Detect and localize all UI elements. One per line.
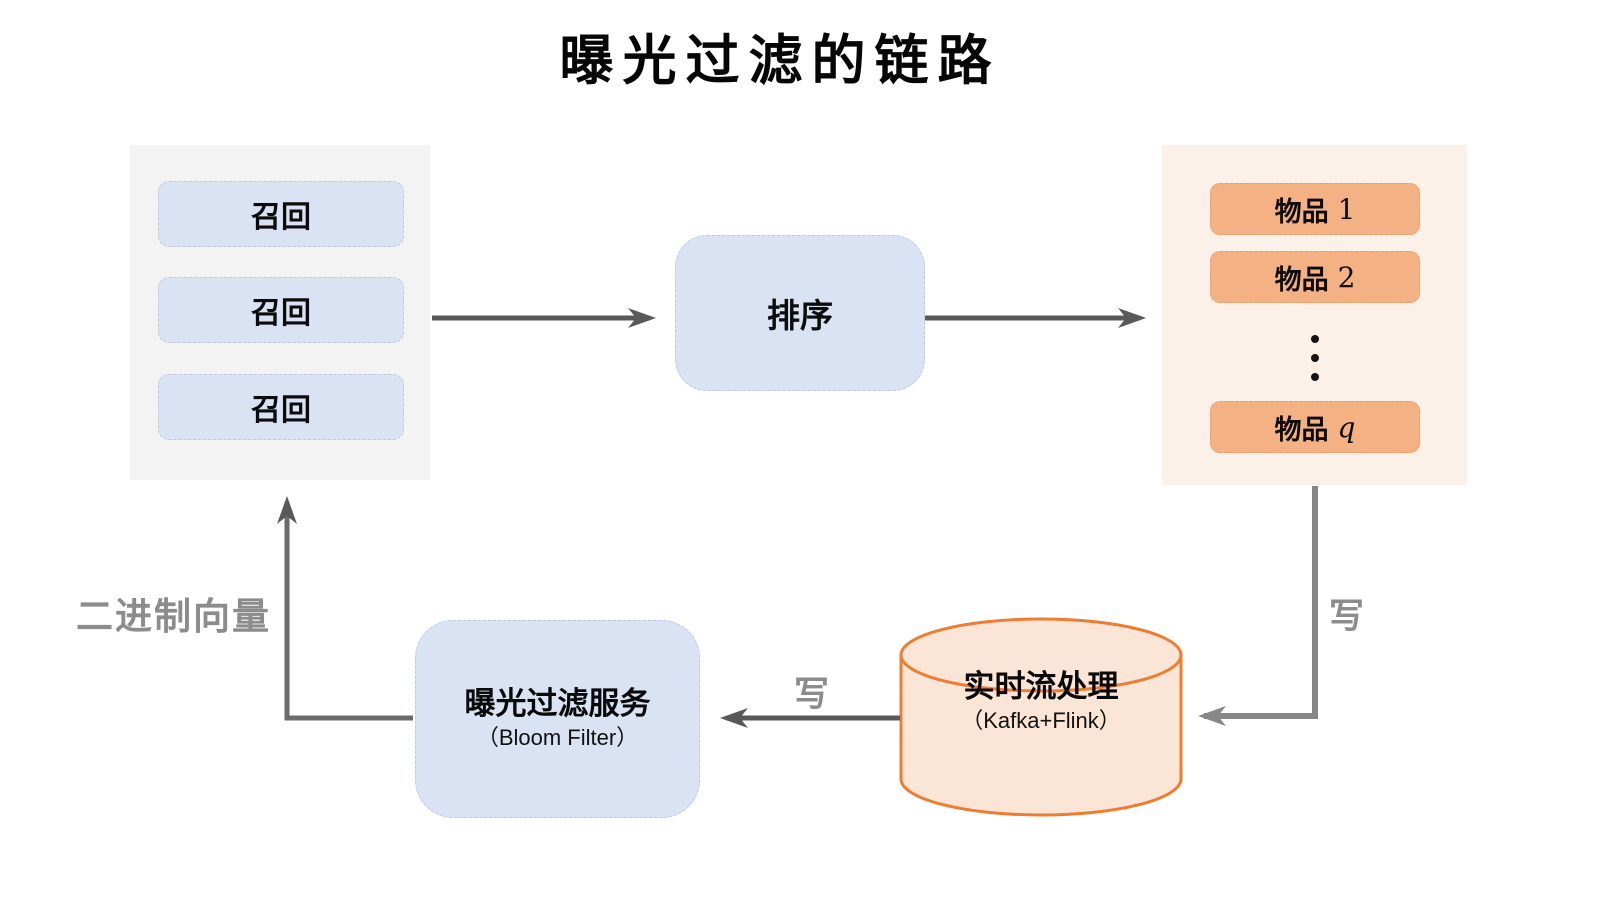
recall-node-label: 召回	[251, 297, 311, 330]
item-node-number: q	[1337, 410, 1356, 444]
vertical-ellipsis-icon	[1310, 335, 1320, 381]
stream-subtitle: （Kafka+Flink）	[961, 707, 1121, 733]
item-node: 物品 1	[1210, 183, 1420, 235]
write-edge-label: 写	[1329, 597, 1365, 636]
arrow-items-to-stream	[1198, 486, 1318, 726]
item-node-label: 物品	[1274, 414, 1329, 445]
recall-node-label: 召回	[251, 201, 311, 234]
sort-node: 排序	[675, 235, 925, 391]
stream-cylinder-text: 实时流处理 （Kafka+Flink）	[898, 668, 1184, 735]
sort-node-label: 排序	[767, 297, 833, 334]
item-node-number: 2	[1337, 260, 1356, 294]
item-node: 物品 q	[1210, 401, 1420, 453]
binary-vector-edge-label: 二进制向量	[76, 596, 271, 637]
bloom-filter-title: 曝光过滤服务	[464, 686, 651, 722]
item-node: 物品 2	[1210, 251, 1420, 303]
write-edge-label: 写	[794, 675, 830, 714]
recall-node-label: 召回	[251, 394, 311, 427]
bloom-filter-subtitle: （Bloom Filter）	[476, 725, 639, 751]
stream-title: 实时流处理	[963, 669, 1119, 704]
item-node-label: 物品	[1274, 196, 1329, 227]
bloom-filter-node: 曝光过滤服务 （Bloom Filter）	[415, 620, 700, 818]
item-node-label: 物品	[1274, 264, 1329, 295]
database-cylinder-icon	[899, 617, 1183, 817]
diagram-title: 曝光过滤的链路	[559, 28, 1001, 92]
stream-cylinder-node	[898, 615, 1184, 823]
recall-node: 召回	[158, 374, 404, 440]
arrow-bloom-to-recall	[277, 496, 413, 721]
items-panel: 物品 1 物品 2 物品 q	[1162, 145, 1467, 485]
recall-panel: 召回 召回 召回	[130, 145, 430, 480]
recall-node: 召回	[158, 277, 404, 343]
item-node-number: 1	[1337, 192, 1356, 226]
recall-node: 召回	[158, 181, 404, 247]
